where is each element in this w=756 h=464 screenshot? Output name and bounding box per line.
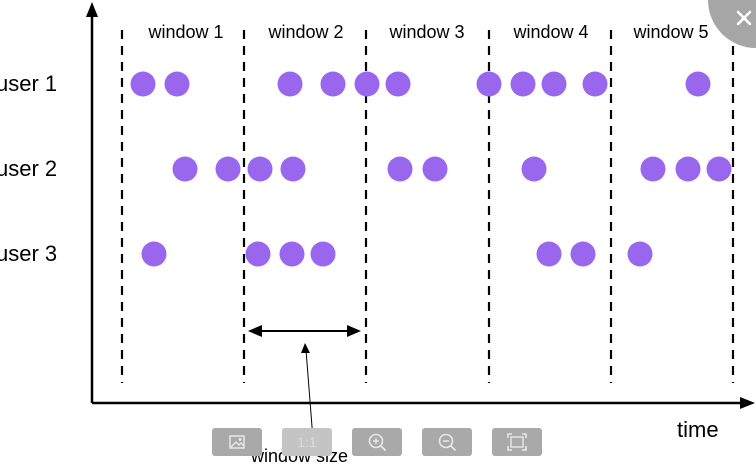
actual-size-button[interactable]: 1:1 xyxy=(282,428,332,456)
event-dot-user3-2 xyxy=(245,241,271,267)
event-dot-user2-4 xyxy=(280,156,306,182)
event-dot-user1-3 xyxy=(277,71,303,97)
event-dot-user3-1 xyxy=(141,241,167,267)
event-dot-user1-9 xyxy=(541,71,567,97)
window-label-5: window 5 xyxy=(632,22,708,42)
window-label-4: window 4 xyxy=(512,22,588,42)
window-dividers xyxy=(120,30,735,383)
close-icon xyxy=(708,0,756,48)
event-dot-user3-6 xyxy=(570,241,596,267)
fullscreen-icon xyxy=(507,433,527,451)
zoom-in-button[interactable] xyxy=(352,428,402,456)
event-dot-user2-7 xyxy=(521,156,547,182)
event-dot-user2-1 xyxy=(172,156,198,182)
event-dot-user1-2 xyxy=(164,71,190,97)
event-dot-user1-4 xyxy=(320,71,346,97)
event-dots xyxy=(130,71,732,267)
event-dot-user2-2 xyxy=(215,156,241,182)
image-viewer-toolbar: 1:1 xyxy=(212,428,542,456)
user-label-1: user 1 xyxy=(0,71,57,96)
fit-screen-button[interactable] xyxy=(492,428,542,456)
event-dot-user1-7 xyxy=(476,71,502,97)
window-size-arrowhead-left xyxy=(248,325,262,337)
window-label-2: window 2 xyxy=(267,22,343,42)
actual-size-label: 1:1 xyxy=(297,434,317,450)
window-label-1: window 1 xyxy=(147,22,223,42)
event-dot-user2-9 xyxy=(675,156,701,182)
annotation-pointer-head xyxy=(301,343,310,353)
window-label-3: window 3 xyxy=(388,22,464,42)
event-dot-user2-6 xyxy=(422,156,448,182)
zoom-out-button[interactable] xyxy=(422,428,472,456)
image-icon xyxy=(229,435,245,449)
event-dot-user2-8 xyxy=(640,156,666,182)
user-label-2: user 2 xyxy=(0,156,57,181)
event-dot-user3-3 xyxy=(279,241,305,267)
window-size-arrowhead-right xyxy=(347,325,361,337)
zoom-in-icon xyxy=(368,433,386,451)
event-dot-user2-3 xyxy=(247,156,273,182)
event-dot-user3-4 xyxy=(310,241,336,267)
event-dot-user1-8 xyxy=(510,71,536,97)
event-dot-user1-6 xyxy=(385,71,411,97)
image-icon-button[interactable] xyxy=(212,428,262,456)
event-dot-user1-1 xyxy=(130,71,156,97)
event-dot-user1-11 xyxy=(685,71,711,97)
event-dot-user3-7 xyxy=(627,241,653,267)
y-axis-arrowhead xyxy=(86,2,98,17)
close-button[interactable] xyxy=(708,0,756,48)
zoom-out-icon xyxy=(438,433,456,451)
event-dot-user3-5 xyxy=(536,241,562,267)
event-dot-user2-10 xyxy=(706,156,732,182)
event-dot-user1-5 xyxy=(354,71,380,97)
event-dot-user2-5 xyxy=(387,156,413,182)
event-dot-user1-10 xyxy=(582,71,608,97)
time-axis-label: time xyxy=(677,417,719,442)
user-label-3: user 3 xyxy=(0,241,57,266)
x-axis-arrowhead xyxy=(740,397,755,409)
